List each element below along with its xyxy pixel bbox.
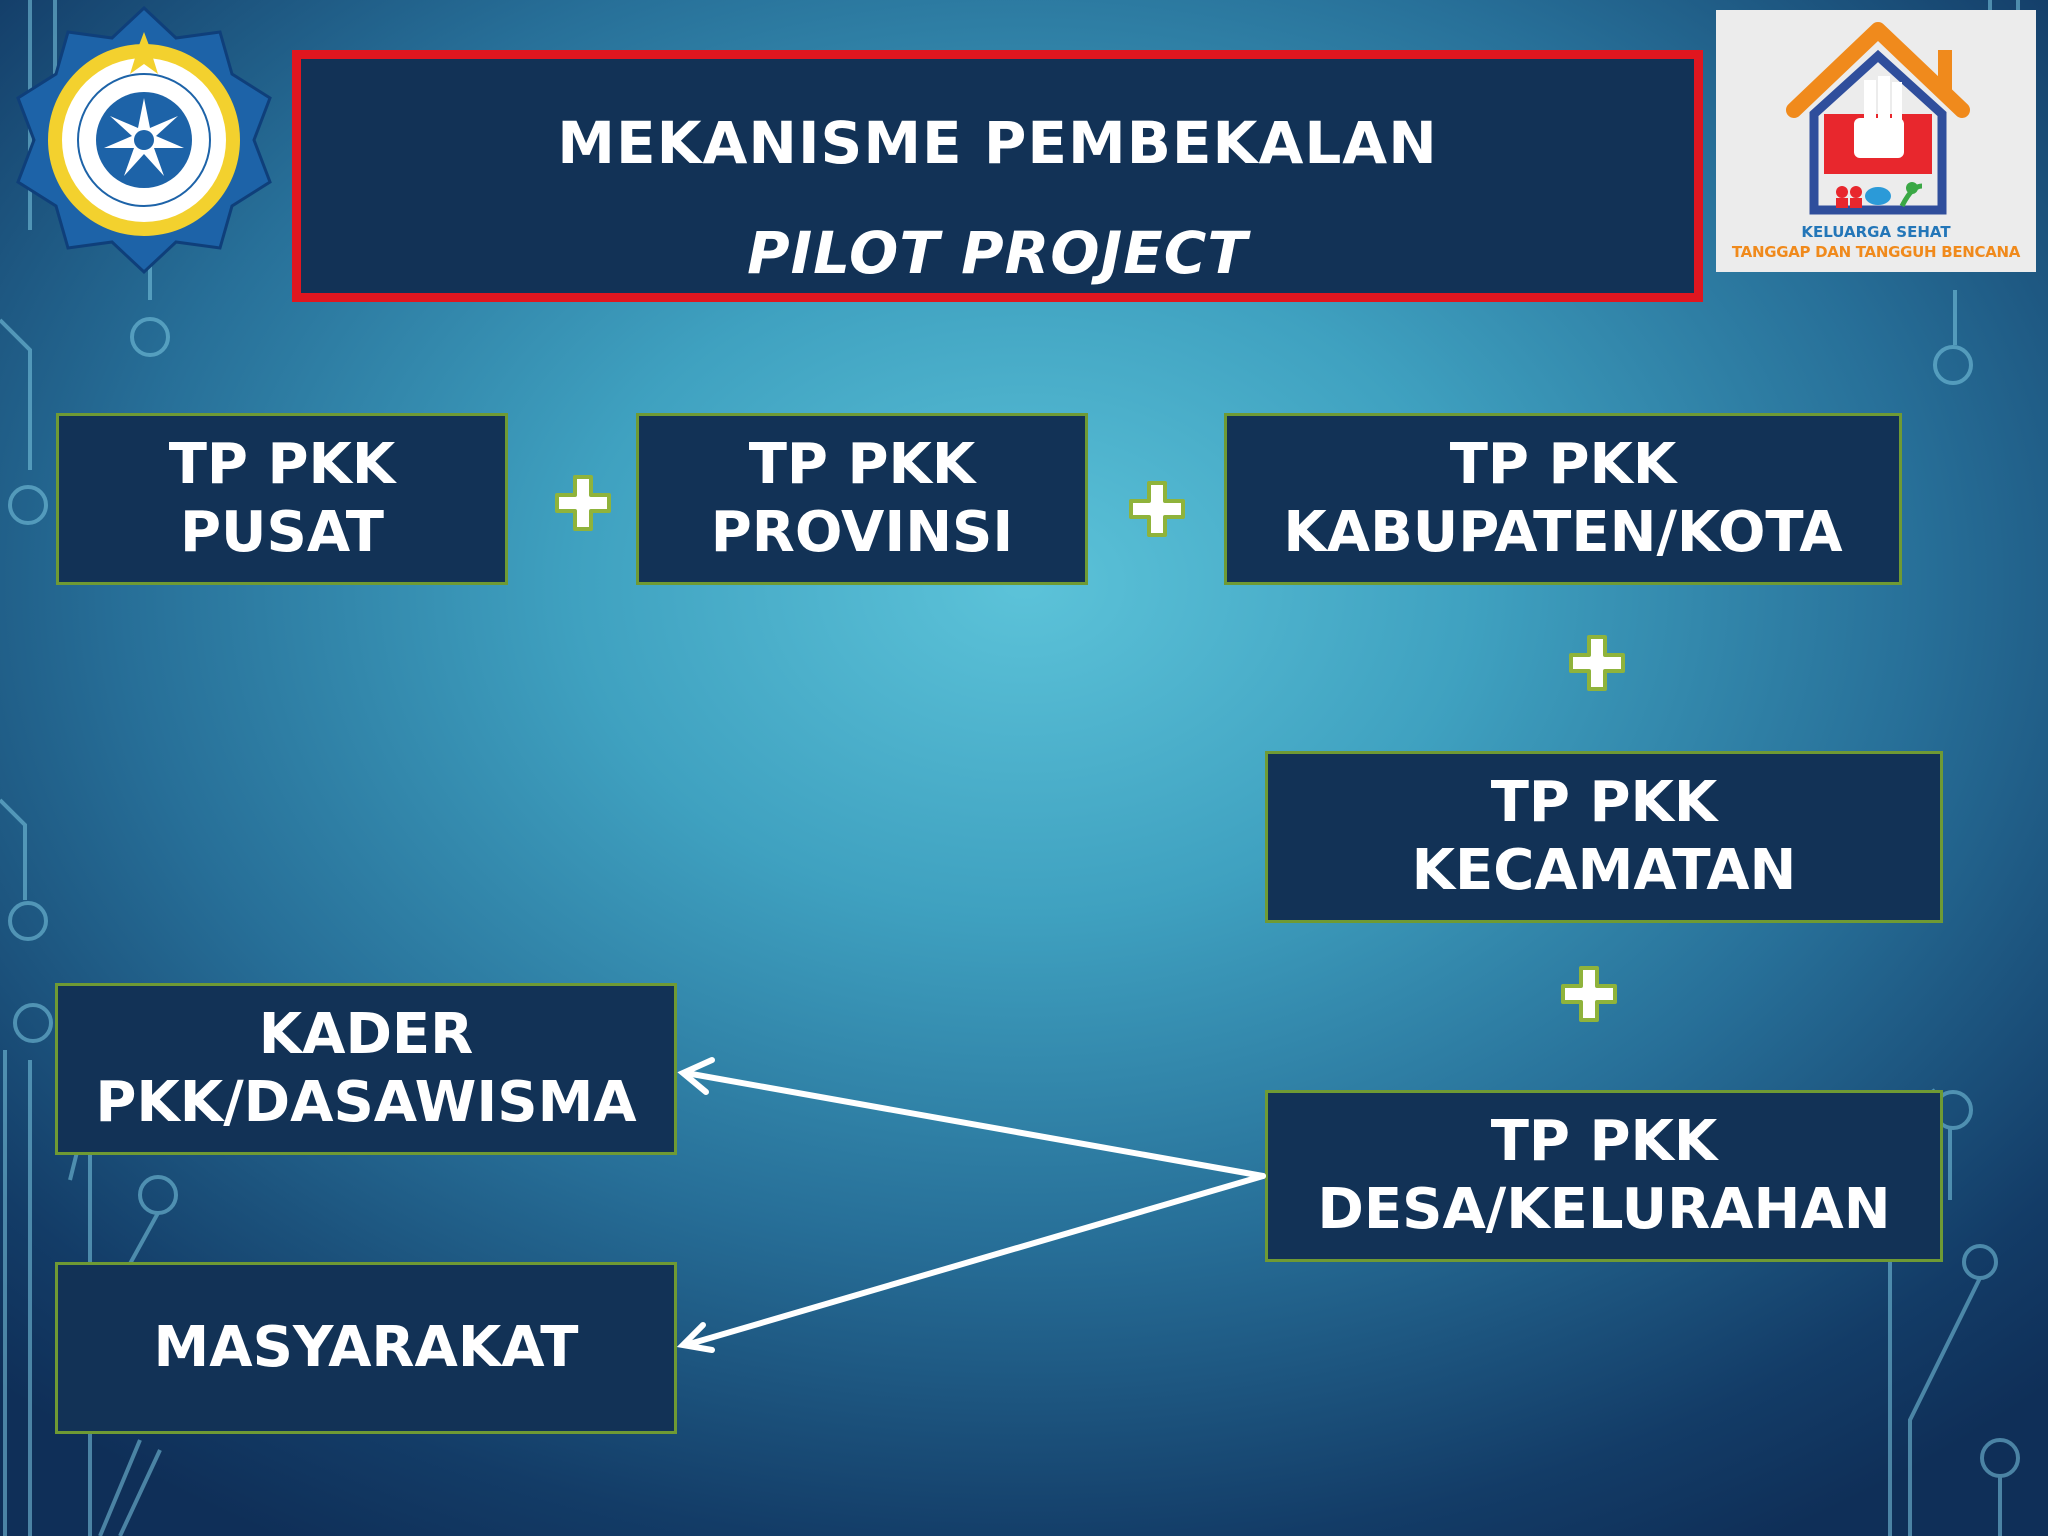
plus-icon xyxy=(555,475,611,531)
node-label-line-1: TP PKK xyxy=(1490,770,1718,835)
node-label-line-1: TP PKK xyxy=(168,432,396,497)
plus-icon xyxy=(1129,481,1185,537)
node-label-line-1: TP PKK xyxy=(1449,432,1677,497)
node-label-line-1: KADER xyxy=(258,1002,474,1067)
arrow-to-masyarakat xyxy=(683,1173,1266,1348)
node-label-line-2: KABUPATEN/KOTA xyxy=(1283,500,1843,565)
node-tp-pkk-kecamatan: TP PKK KECAMATAN xyxy=(1265,751,1943,923)
node-tp-pkk-pusat: TP PKK PUSAT xyxy=(56,413,508,585)
node-label-line-2: KECAMATAN xyxy=(1411,838,1797,903)
title-box: MEKANISME PEMBEKALAN PILOT PROJECT xyxy=(292,50,1703,302)
keluarga-sehat-logo: KELUARGA SEHAT TANGGAP DAN TANGGUH BENCA… xyxy=(1716,10,2036,272)
node-label-line-1: TP PKK xyxy=(1490,1109,1718,1174)
arrow-to-kader xyxy=(683,1070,1266,1179)
arrowhead-kader xyxy=(677,1057,715,1095)
node-label-line-2: PROVINSI xyxy=(710,500,1014,565)
title-line-1: MEKANISME PEMBEKALAN xyxy=(557,109,1438,177)
house-fist-icon xyxy=(1786,22,1970,215)
plus-icon xyxy=(1561,966,1617,1022)
logo-text-tanggap-bencana: TANGGAP DAN TANGGUH BENCANA xyxy=(1731,243,2021,261)
arrowhead-masyarakat xyxy=(676,1322,715,1353)
logo-text-keluarga-sehat: KELUARGA SEHAT xyxy=(1801,223,1951,241)
node-kader-pkk-dasawisma: KADER PKK/DASAWISMA xyxy=(55,983,677,1155)
plus-icon xyxy=(1569,635,1625,691)
node-tp-pkk-kabupaten-kota: TP PKK KABUPATEN/KOTA xyxy=(1224,413,1902,585)
title-line-2: PILOT PROJECT xyxy=(747,219,1248,287)
node-label-line-1: MASYARAKAT xyxy=(153,1315,579,1380)
node-tp-pkk-desa-kelurahan: TP PKK DESA/KELURAHAN xyxy=(1265,1090,1943,1262)
pkk-emblem-logo xyxy=(16,5,272,275)
node-label-line-2: PKK/DASAWISMA xyxy=(95,1070,637,1135)
node-label-line-2: DESA/KELURAHAN xyxy=(1317,1177,1891,1242)
node-label-line-1: TP PKK xyxy=(748,432,976,497)
node-masyarakat: MASYARAKAT xyxy=(55,1262,677,1434)
node-label-line-2: PUSAT xyxy=(179,500,385,565)
node-tp-pkk-provinsi: TP PKK PROVINSI xyxy=(636,413,1088,585)
